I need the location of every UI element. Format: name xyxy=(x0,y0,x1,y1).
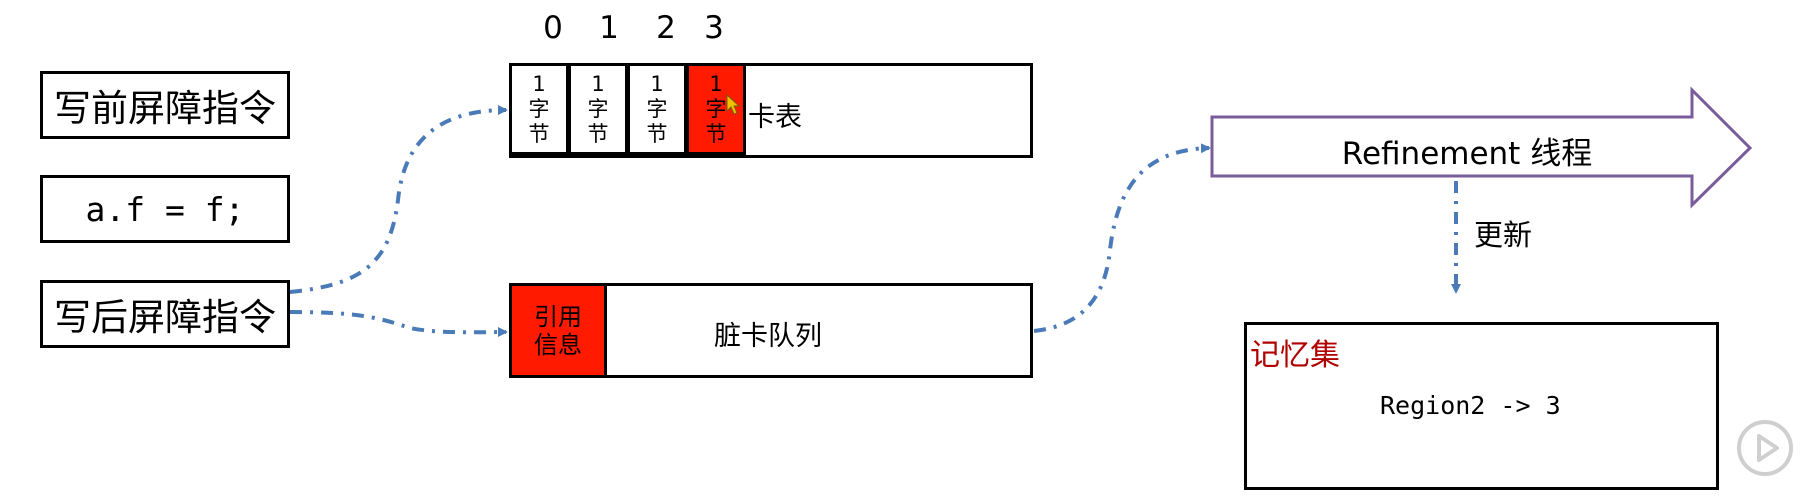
arrow-to-card-table xyxy=(289,105,508,294)
card-table-label: 卡表 xyxy=(748,102,802,133)
refinement-label: Refinement 线程 xyxy=(1341,136,1593,172)
ref-info-cell: 引用 信息 xyxy=(509,283,607,378)
arrow-to-dirty-queue xyxy=(289,310,508,338)
card-index-1: 1 xyxy=(599,10,619,46)
assign-label: a.f = f; xyxy=(85,189,245,229)
post-barrier-box: 写后屏障指令 xyxy=(40,280,290,348)
remembered-set-entry: Region2 -> 3 xyxy=(1380,391,1561,420)
dirty-queue-label: 脏卡队列 xyxy=(714,321,822,352)
update-label: 更新 xyxy=(1474,218,1533,252)
pre-barrier-label: 写前屏障指令 xyxy=(54,87,276,130)
card-index-3: 3 xyxy=(704,10,724,46)
card-index-0: 0 xyxy=(543,10,563,46)
ref-info-line2: 信息 xyxy=(534,330,582,359)
arrow-to-refinement xyxy=(1033,143,1211,333)
ref-info-line1: 引用 xyxy=(534,302,582,331)
assign-box: a.f = f; xyxy=(40,175,290,243)
pre-barrier-box: 写前屏障指令 xyxy=(40,71,290,139)
remembered-set-title: 记忆集 xyxy=(1250,338,1340,373)
cursor-icon xyxy=(726,94,741,115)
play-icon xyxy=(1737,420,1793,476)
card-index-2: 2 xyxy=(656,10,676,46)
post-barrier-label: 写后屏障指令 xyxy=(54,296,276,339)
remembered-set xyxy=(1244,322,1719,490)
